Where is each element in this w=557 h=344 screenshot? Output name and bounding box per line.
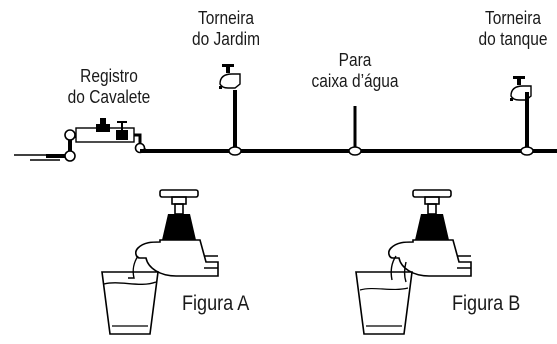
label-to-tank: Para caixa d’água (299, 50, 411, 92)
label-meter-valve-line2: do Cavalete (67, 87, 151, 107)
figure-b-caption: Figura B (452, 292, 521, 315)
label-faucet-laundry-line2: do tanque (478, 29, 548, 49)
figure-a-glass-icon (101, 271, 159, 335)
figure-a-water-stream (128, 255, 139, 279)
label-faucet-laundry-line1: Torneira (485, 8, 541, 28)
laundry-faucet-icon (510, 76, 532, 101)
garden-faucet-riser (228, 90, 242, 156)
label-to-tank-line2: caixa d’água (311, 71, 399, 91)
figure-a-faucet-icon (135, 189, 219, 277)
tank-riser (348, 106, 362, 156)
figure-b-faucet-icon (388, 189, 472, 277)
label-faucet-laundry: Torneira do tanque (467, 8, 557, 50)
label-meter-valve-line1: Registro (80, 66, 138, 86)
laundry-faucet-riser (520, 92, 534, 156)
inlet-pipe (46, 129, 90, 162)
figure-a-caption: Figura A (182, 292, 250, 315)
figure-b-water-stream (390, 255, 407, 283)
label-faucet-garden-line2: do Jardim (192, 29, 260, 49)
figure-b-glass-icon (355, 271, 413, 335)
meter-valve-icon (75, 118, 146, 154)
label-meter-valve: Registro do Cavalete (62, 66, 157, 108)
garden-faucet-icon (219, 64, 241, 89)
label-to-tank-line1: Para (338, 50, 372, 70)
label-faucet-garden-line1: Torneira (198, 8, 254, 28)
label-faucet-garden: Torneira do Jardim (183, 8, 269, 50)
